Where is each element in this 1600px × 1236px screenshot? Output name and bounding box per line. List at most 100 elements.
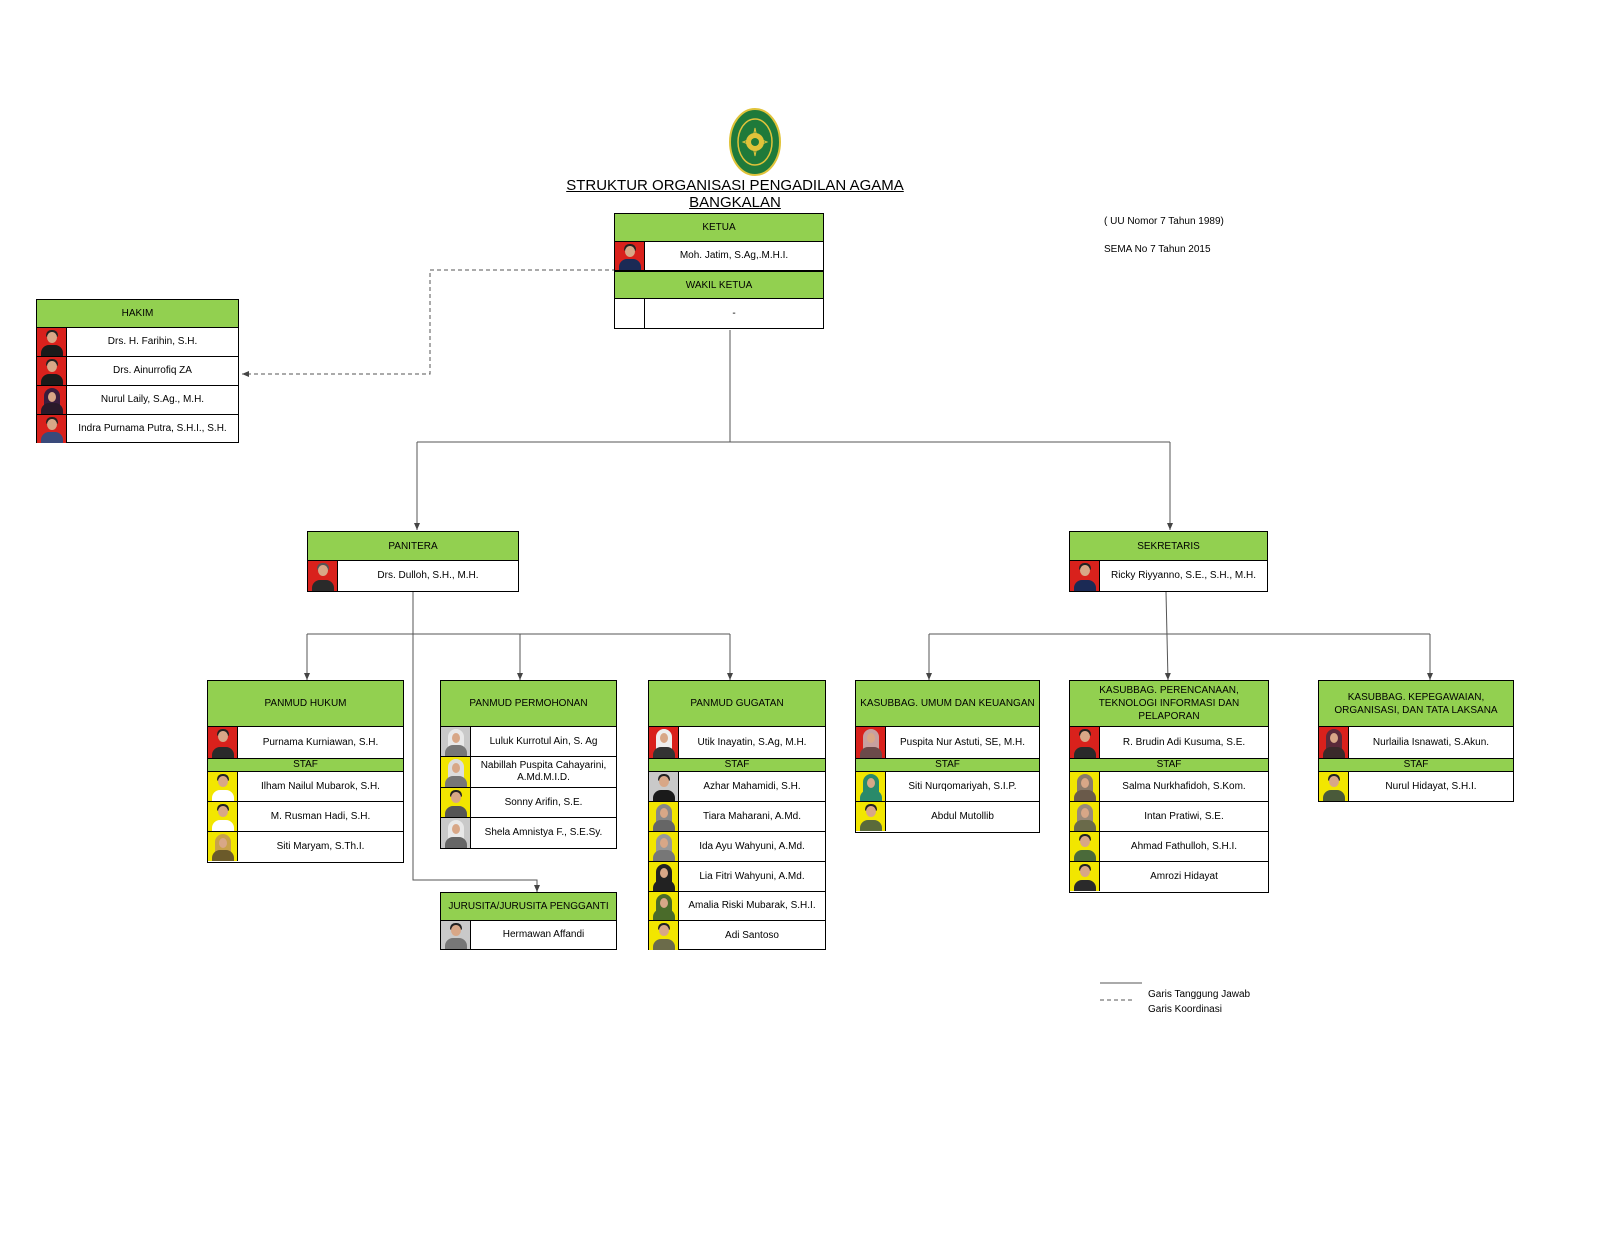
staff-photo (441, 788, 471, 817)
jurusita-header: JURUSITA/JURUSITA PENGGANTI (441, 893, 616, 921)
hakim-photo (37, 328, 67, 356)
panmud-permohonan-box: PANMUD PERMOHONAN Luluk Kurrotul Ain, S.… (440, 680, 617, 849)
panmud-hukum-box: PANMUD HUKUM Purnama Kurniawan, S.H. STA… (207, 680, 404, 863)
staff-photo (1070, 802, 1100, 831)
staff-name: Amrozi Hidayat (1150, 870, 1218, 882)
kasubbag-kepeg-head-photo (1319, 727, 1349, 758)
logo (729, 108, 781, 176)
staff-name: Intan Pratiwi, S.E. (1144, 810, 1224, 822)
staff-name: Ilham Nailul Mubarok, S.H. (261, 780, 380, 792)
kasubbag-ptip-staf-label: STAF (1070, 758, 1268, 772)
ketua-name: Moh. Jatim, S.Ag,.M.H.I. (679, 250, 789, 261)
wakil-ketua-name: - (732, 307, 736, 319)
kasubbag-ptip-head-photo (1070, 727, 1100, 758)
kasubbag-kepeg-head-name: Nurlailia Isnawati, S.Akun. (1372, 736, 1490, 748)
panmud-gugatan-head-photo (649, 727, 679, 758)
staff-photo (1070, 862, 1100, 891)
panmud-gugatan-box: PANMUD GUGATAN Utik Inayatin, S.Ag, M.H.… (648, 680, 826, 950)
legend-dashed-label: Garis Koordinasi (1148, 1004, 1222, 1015)
staff-photo (208, 832, 238, 861)
ketua-photo (615, 242, 645, 270)
hakim-photo (37, 357, 67, 385)
staff-photo (441, 757, 471, 787)
pengadilan-agama-emblem-icon (729, 108, 781, 176)
kasubbag-umum-box: KASUBBAG. UMUM DAN KEUANGAN Puspita Nur … (855, 680, 1040, 833)
sekretaris-name: Ricky Riyyanno, S.E., S.H., M.H. (1110, 570, 1257, 581)
ketua-header: KETUA (615, 214, 823, 242)
panmud-gugatan-header: PANMUD GUGATAN (649, 681, 825, 727)
panmud-permohonan-header: PANMUD PERMOHONAN (441, 681, 616, 727)
wakil-ketua-header: WAKIL KETUA (615, 271, 823, 299)
wakil-ketua-photo (615, 299, 645, 328)
staff-name: Azhar Mahamidi, S.H. (703, 780, 801, 792)
hakim-name: Nurul Laily, S.Ag., M.H. (100, 394, 205, 405)
panmud-hukum-header: PANMUD HUKUM (208, 681, 403, 727)
panmud-gugatan-head-name: Utik Inayatin, S.Ag, M.H. (697, 736, 807, 748)
kasubbag-umum-header: KASUBBAG. UMUM DAN KEUANGAN (856, 681, 1039, 727)
panitera-name: Drs. Dulloh, S.H., M.H. (377, 570, 479, 581)
kasubbag-umum-head-name: Puspita Nur Astuti, SE, M.H. (899, 736, 1026, 748)
line-koordinasi-hakim (242, 269, 616, 377)
staff-name: Tiara Maharani, A.Md. (702, 810, 801, 822)
kasubbag-kepeg-box: KASUBBAG. KEPEGAWAIAN, ORGANISASI, DAN T… (1318, 680, 1514, 802)
hakim-name: Drs. Ainurrofiq ZA (113, 365, 192, 376)
staff-photo (441, 727, 471, 756)
staff-photo (649, 832, 679, 861)
jurusita-name: Hermawan Affandi (502, 929, 585, 940)
hakim-name: Drs. H. Farihin, S.H. (107, 336, 198, 347)
staff-photo (208, 802, 238, 831)
staff-photo (856, 772, 886, 801)
panmud-hukum-head-name: Purnama Kurniawan, S.H. (262, 736, 379, 748)
kasubbag-ptip-head-name: R. Brudin Adi Kusuma, S.E. (1122, 736, 1246, 748)
page-title: STRUKTUR ORGANISASI PENGADILAN AGAMA BAN… (566, 177, 904, 211)
staff-photo (649, 772, 679, 801)
reference-sema: SEMA No 7 Tahun 2015 (1104, 244, 1211, 255)
sekretaris-header: SEKRETARIS (1070, 532, 1267, 561)
sekretaris-photo (1070, 561, 1100, 591)
staff-photo (1070, 772, 1100, 801)
staff-name: Nurul Hidayat, S.H.I. (1385, 780, 1477, 792)
panitera-header: PANITERA (308, 532, 518, 561)
legend-solid-label: Garis Tanggung Jawab (1148, 989, 1251, 1000)
staff-name: M. Rusman Hadi, S.H. (270, 810, 371, 822)
staff-photo (649, 892, 679, 920)
staff-photo (649, 802, 679, 831)
hakim-name: Indra Purnama Putra, S.H.I., S.H. (78, 423, 227, 434)
kasubbag-kepeg-staf-label: STAF (1319, 758, 1513, 772)
jurusita-photo (441, 921, 471, 949)
staff-photo (208, 772, 238, 801)
staff-name: Luluk Kurrotul Ain, S. Ag (489, 735, 598, 747)
staff-name: Shela Amnistya F., S.E.Sy. (484, 827, 603, 838)
staff-name: Siti Maryam, S.Th.I. (276, 840, 365, 852)
staff-name: Ahmad Fathulloh, S.H.I. (1130, 840, 1238, 852)
reference-uu: ( UU Nomor 7 Tahun 1989) (1104, 216, 1224, 227)
ketua-box: KETUA Moh. Jatim, S.Ag,.M.H.I. WAKIL KET… (614, 213, 824, 329)
staff-name: Sonny Arifin, S.E. (504, 796, 583, 808)
kasubbag-ptip-header: KASUBBAG. PERENCANAAN, TEKNOLOGI INFORMA… (1070, 681, 1268, 727)
kasubbag-ptip-box: KASUBBAG. PERENCANAAN, TEKNOLOGI INFORMA… (1069, 680, 1269, 893)
hakim-header: HAKIM (37, 300, 238, 328)
staff-name: Abdul Mutollib (931, 810, 994, 822)
kasubbag-umum-staf-label: STAF (856, 758, 1039, 772)
staff-photo (649, 862, 679, 891)
hakim-photo (37, 386, 67, 414)
panmud-gugatan-staf-label: STAF (649, 758, 825, 772)
panmud-hukum-head-photo (208, 727, 238, 758)
staff-name: Adi Santoso (725, 929, 779, 941)
staff-photo (856, 802, 886, 831)
sekretaris-box: SEKRETARIS Ricky Riyyanno, S.E., S.H., M… (1069, 531, 1268, 592)
staff-photo (441, 818, 471, 848)
staff-name: Lia Fitri Wahyuni, A.Md. (699, 870, 805, 882)
kasubbag-umum-head-photo (856, 727, 886, 758)
line-sekretaris-trunk (1164, 591, 1171, 681)
hakim-photo (37, 415, 67, 443)
panitera-box: PANITERA Drs. Dulloh, S.H., M.H. (307, 531, 519, 592)
panmud-hukum-staf-label: STAF (208, 758, 403, 772)
panitera-photo (308, 561, 338, 591)
staff-name: Siti Nurqomariyah, S.I.P. (908, 780, 1017, 792)
staff-photo (1319, 772, 1349, 801)
kasubbag-kepeg-header: KASUBBAG. KEPEGAWAIAN, ORGANISASI, DAN T… (1319, 681, 1513, 727)
hakim-box: HAKIM Drs. H. Farihin, S.H. Drs. Ainurro… (36, 299, 239, 443)
staff-photo (1070, 832, 1100, 861)
